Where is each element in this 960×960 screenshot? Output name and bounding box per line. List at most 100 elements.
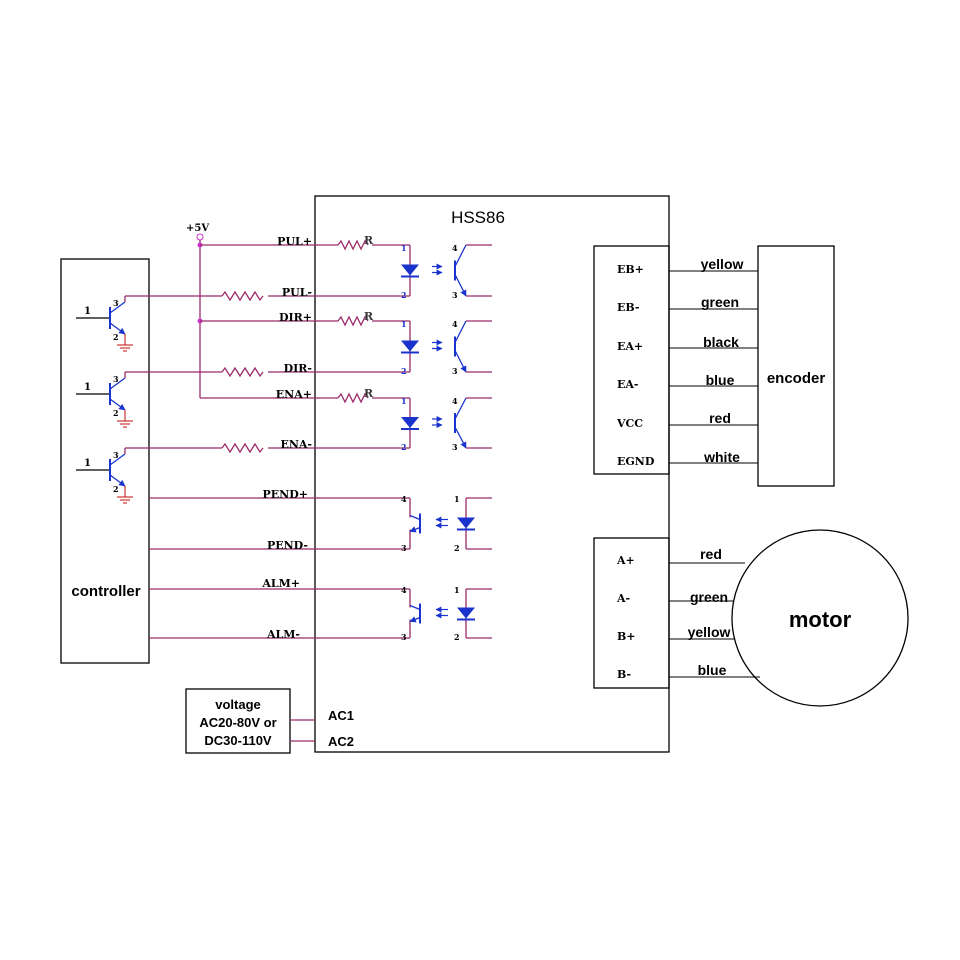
- transistor-pin-label: 2: [113, 484, 119, 494]
- controller-transistor-ena: 1 3 2: [76, 448, 133, 504]
- encoder-wire-red: red: [709, 410, 731, 426]
- input-label-pul-plus: PUL+: [277, 235, 312, 248]
- power-line-3: DC30-110V: [204, 733, 272, 748]
- encoder-wire-green: green: [701, 294, 739, 310]
- opto-pin-label: 1: [401, 396, 407, 406]
- transistor-collector: [109, 453, 126, 466]
- transistor-emitter: [109, 474, 126, 487]
- encoder-wiring: [669, 270, 758, 464]
- output-wiring: [149, 497, 410, 639]
- encoder-pin-eb-plus: EB+: [617, 263, 644, 276]
- phototransistor-collector: [454, 244, 467, 267]
- encoder-pin-egnd: EGND: [617, 455, 655, 468]
- phototransistor-collector: [454, 397, 467, 420]
- phototransistor-emitter: [409, 616, 421, 623]
- input-label-ena-minus: ENA-: [280, 438, 312, 451]
- transistor-pin-label: 1: [84, 306, 91, 317]
- output-label-pend-minus: PEND-: [267, 539, 308, 552]
- transistor-emitter: [109, 398, 126, 411]
- phototransistor-emitter: [454, 274, 467, 297]
- resistor-dir-plus: [337, 315, 369, 327]
- motor-wire-green: green: [690, 589, 728, 605]
- phototransistor-collector: [409, 604, 421, 611]
- opto-pin-label: 3: [401, 543, 407, 553]
- opto-pin-label: 1: [401, 243, 407, 253]
- transistor-pin-label: 3: [113, 450, 119, 460]
- transistor-pin-label: 3: [113, 298, 119, 308]
- motor-wire-yellow: yellow: [688, 624, 731, 640]
- transistor-pin-label: 2: [113, 408, 119, 418]
- led-icon: [401, 417, 419, 428]
- resistors: [221, 239, 369, 454]
- opto-pin-label: 2: [401, 290, 407, 300]
- encoder-pin-ea-minus: EA-: [617, 378, 638, 391]
- controller-box: [60, 258, 150, 664]
- phototransistor-collector: [454, 320, 467, 343]
- resistor-label-ena: R: [364, 387, 374, 400]
- transistor-pin-label: 1: [84, 458, 91, 469]
- opto-pin-label: 1: [454, 494, 460, 504]
- phototransistor-emitter: [454, 350, 467, 373]
- opto-pin-label: 3: [401, 632, 407, 642]
- opto-pin-label: 4: [401, 585, 407, 595]
- led-icon: [401, 340, 419, 352]
- power-line-1: voltage: [215, 697, 261, 712]
- resistor-ena-plus: [337, 392, 369, 404]
- controller-label: controller: [71, 583, 140, 600]
- transistor-collector: [109, 301, 126, 314]
- output-label-alm-plus: ALM+: [261, 577, 300, 590]
- motor-pin-a-minus: A-: [616, 592, 630, 605]
- opto-pin-label: 2: [401, 442, 407, 452]
- transistor-pin-label: 2: [113, 332, 119, 342]
- encoder-wire-blue: blue: [706, 372, 735, 388]
- opto-pin-label: 3: [452, 290, 458, 300]
- motor-circle: [731, 529, 909, 707]
- input-label-dir-minus: DIR-: [284, 362, 312, 375]
- driver-title: HSS86: [451, 208, 505, 227]
- opto-pin-label: 3: [452, 366, 458, 376]
- opto-pin-label: 2: [401, 366, 407, 376]
- encoder-pin-vcc: VCC: [616, 417, 643, 430]
- motor-pin-a-plus: A+: [616, 554, 635, 567]
- motor-wire-blue: blue: [698, 662, 727, 678]
- output-label-alm-minus: ALM-: [266, 628, 300, 641]
- transistor-collector: [109, 377, 126, 390]
- input-wiring: [125, 244, 410, 449]
- motor-wiring: [669, 562, 760, 678]
- opto-pin-label: 4: [452, 396, 458, 406]
- resistor-pul-minus: [221, 290, 264, 302]
- opto-pin-label: 4: [452, 319, 458, 329]
- encoder-box: [757, 245, 835, 487]
- transistor-emitter: [109, 322, 126, 335]
- input-optocoupler-dir: 1 2 4 3: [401, 319, 492, 376]
- motor-terminal-box: [593, 537, 670, 689]
- input-label-pul-minus: PUL-: [282, 286, 312, 299]
- encoder-wire-black: black: [703, 334, 739, 350]
- input-label-dir-plus: DIR+: [279, 311, 312, 324]
- power-supply-box: [185, 688, 291, 754]
- led-icon: [457, 607, 475, 619]
- opto-pin-label: 1: [454, 585, 460, 595]
- resistor-pul-plus: [337, 239, 369, 251]
- motor-label: motor: [789, 607, 852, 632]
- encoder-wire-white: white: [703, 449, 740, 465]
- encoder-terminal-box: [593, 245, 670, 475]
- led-icon: [457, 517, 475, 529]
- phototransistor-collector: [409, 514, 421, 521]
- led-icon: [401, 264, 419, 276]
- opto-pin-label: 2: [454, 543, 460, 553]
- ac2-label: AC2: [328, 734, 354, 749]
- power-line-2: AC20-80V or: [199, 715, 276, 730]
- input-label-ena-plus: ENA+: [276, 388, 312, 401]
- resistor-ena-minus: [221, 442, 264, 454]
- ac1-label: AC1: [328, 708, 354, 723]
- opto-pin-label: 1: [401, 319, 407, 329]
- encoder-pin-ea-plus: EA+: [617, 340, 643, 353]
- encoder-label: encoder: [767, 370, 826, 387]
